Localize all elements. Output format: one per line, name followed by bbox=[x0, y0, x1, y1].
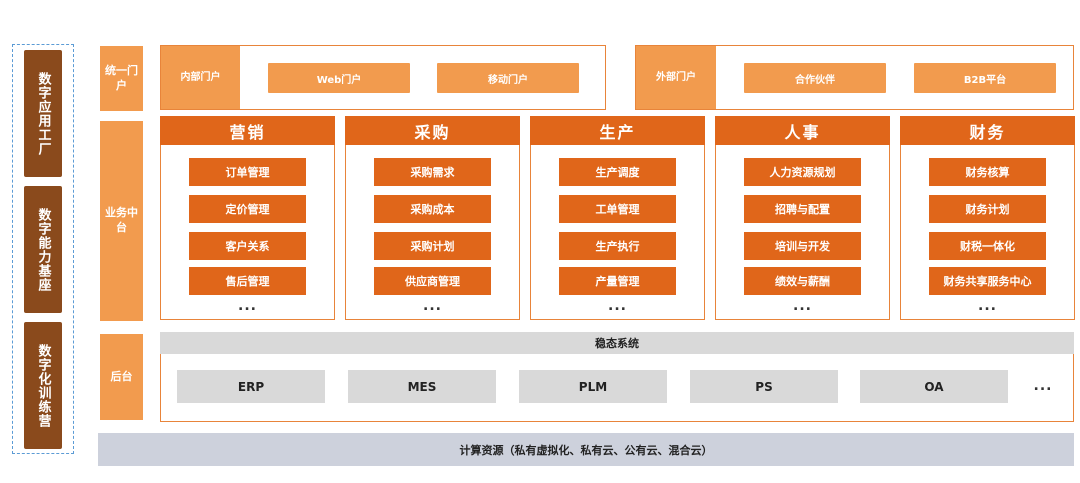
business-function-item[interactable]: 采购计划 bbox=[374, 232, 491, 260]
mobile-portal-button[interactable]: 移动门户 bbox=[437, 63, 579, 93]
business-function-item[interactable]: 绩效与薪酬 bbox=[744, 267, 861, 295]
business-column-title: 采购 bbox=[345, 116, 520, 145]
system-ps: PS bbox=[690, 370, 838, 403]
business-column-title: 人事 bbox=[715, 116, 890, 145]
business-function-item[interactable]: 财税一体化 bbox=[929, 232, 1046, 260]
business-function-item[interactable]: 培训与开发 bbox=[744, 232, 861, 260]
system-mes: MES bbox=[348, 370, 496, 403]
row-label-business-middle: 业务中台 bbox=[100, 121, 143, 321]
business-column-title: 财务 bbox=[900, 116, 1075, 145]
business-function-item[interactable]: 人力资源规划 bbox=[744, 158, 861, 186]
digital-app-factory: 数字应用工厂 bbox=[24, 50, 62, 177]
external-portal-label: 外部门户 bbox=[636, 46, 716, 109]
business-function-item[interactable]: 产量管理 bbox=[559, 267, 676, 295]
business-column-more: ... bbox=[423, 298, 442, 314]
business-column-title: 营销 bbox=[160, 116, 335, 145]
partner-button[interactable]: 合作伙伴 bbox=[744, 63, 886, 93]
business-function-item[interactable]: 订单管理 bbox=[189, 158, 306, 186]
business-function-item[interactable]: 招聘与配置 bbox=[744, 195, 861, 223]
business-function-item[interactable]: 供应商管理 bbox=[374, 267, 491, 295]
business-function-item[interactable]: 定价管理 bbox=[189, 195, 306, 223]
row-label-unified-portal: 统一门户 bbox=[100, 46, 143, 111]
b2b-platform-button[interactable]: B2B平台 bbox=[914, 63, 1056, 93]
business-function-item[interactable]: 工单管理 bbox=[559, 195, 676, 223]
business-column-more: ... bbox=[238, 298, 257, 314]
systems-more: ... bbox=[1033, 378, 1053, 394]
business-function-item[interactable]: 采购成本 bbox=[374, 195, 491, 223]
digital-capability-base: 数字能力基座 bbox=[24, 186, 62, 313]
business-function-item[interactable]: 财务核算 bbox=[929, 158, 1046, 186]
business-function-item[interactable]: 生产调度 bbox=[559, 158, 676, 186]
business-function-item[interactable]: 生产执行 bbox=[559, 232, 676, 260]
stable-systems-title: 稳态系统 bbox=[160, 332, 1074, 354]
business-function-item[interactable]: 客户关系 bbox=[189, 232, 306, 260]
business-function-item[interactable]: 采购需求 bbox=[374, 158, 491, 186]
business-function-item[interactable]: 财务共享服务中心 bbox=[929, 267, 1046, 295]
web-portal-button[interactable]: Web门户 bbox=[268, 63, 410, 93]
business-function-item[interactable]: 财务计划 bbox=[929, 195, 1046, 223]
digital-training-camp: 数字化训练营 bbox=[24, 322, 62, 449]
business-function-item[interactable]: 售后管理 bbox=[189, 267, 306, 295]
capability-sidebar bbox=[12, 44, 74, 454]
system-oa: OA bbox=[860, 370, 1008, 403]
internal-portal-label: 内部门户 bbox=[161, 46, 240, 109]
business-column-more: ... bbox=[978, 298, 997, 314]
compute-resources-bar: 计算资源（私有虚拟化、私有云、公有云、混合云） bbox=[98, 433, 1074, 466]
business-column-title: 生产 bbox=[530, 116, 705, 145]
system-plm: PLM bbox=[519, 370, 667, 403]
row-label-back-office: 后台 bbox=[100, 334, 143, 420]
business-column-more: ... bbox=[793, 298, 812, 314]
business-column-more: ... bbox=[608, 298, 627, 314]
system-erp: ERP bbox=[177, 370, 325, 403]
